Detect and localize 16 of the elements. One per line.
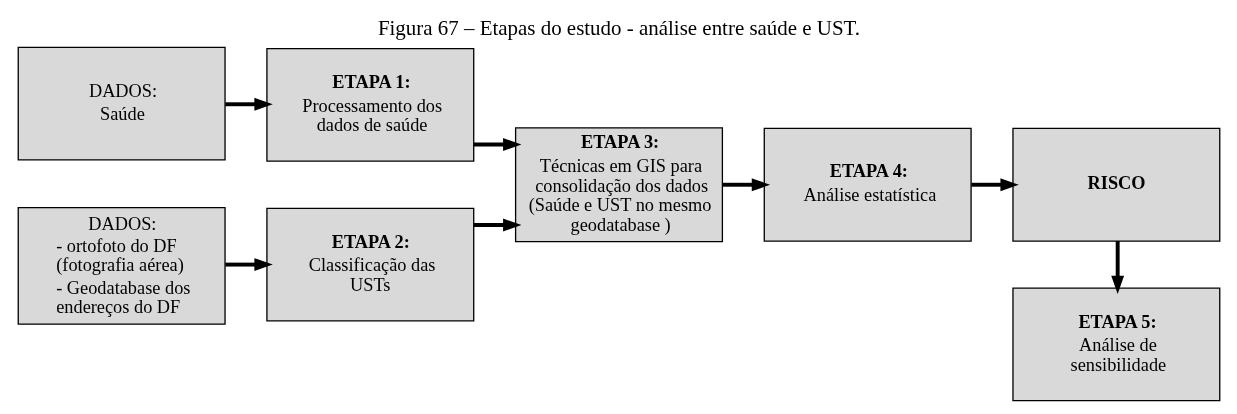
diagram-title: Figura 67 – Etapas do estudo - análise entre saúde e UST. — [377, 16, 860, 41]
arrow — [224, 97, 273, 111]
arrow — [1110, 241, 1124, 295]
node-box: ETAPA 1: Processamento dos dados de saúde — [265, 47, 474, 162]
arrow — [722, 178, 770, 192]
node-box: DADOS: Saúde — [17, 46, 226, 161]
node-box: RISCO — [1011, 127, 1220, 242]
node-box: ETAPA 5: Análise de sensibilidade — [1011, 287, 1220, 402]
node-box: ETAPA 3: Técnicas em GIS para consolidação dos dados (Saúde e UST no mesmo geodatabase ) — [514, 127, 723, 243]
node-box: ETAPA 4: Análise estatística — [763, 127, 972, 242]
node-box: ETAPA 2: Classificação das USTs — [265, 207, 474, 322]
arrow — [224, 258, 273, 271]
arrow — [473, 138, 521, 151]
node-box: DADOS: - ortofoto do DF (fotografia aérea) - Geodatabase dos endereços do DF — [17, 207, 226, 325]
arrow — [473, 218, 521, 232]
arrow — [970, 178, 1019, 192]
